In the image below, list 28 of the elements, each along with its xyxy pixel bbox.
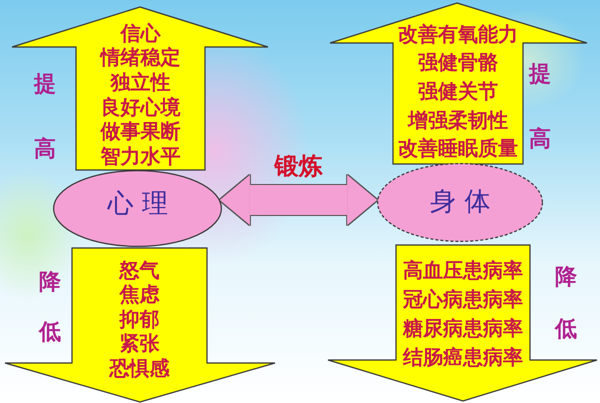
list-text: 良好心境 (100, 94, 180, 120)
list-text: 改善有氧能力 (398, 20, 518, 48)
node-label: 心 理 (108, 190, 168, 220)
list-text: 智力水平 (100, 144, 180, 169)
list-text: 糖尿病患病率 (403, 314, 523, 342)
list-text: 信心 (120, 20, 160, 46)
list-text: 结肠癌患病率 (403, 344, 523, 370)
list-text: 恐惧感 (110, 356, 170, 380)
side-label: 降低 (39, 270, 61, 346)
list-text: 怒气 (120, 258, 160, 282)
node-label: 身 体 (430, 188, 490, 218)
side-label: 提高 (34, 72, 56, 162)
list-text: 抑郁 (120, 306, 160, 332)
list-text: 强健骨骼 (418, 49, 498, 76)
list-text: 焦虑 (120, 282, 160, 307)
list-text: 增强柔韧性 (408, 106, 508, 134)
side-label: 提高 (529, 62, 551, 152)
edge-label: 锻炼 (274, 153, 323, 180)
side-label: 降低 (555, 266, 577, 342)
list-text: 高血压患病率 (403, 256, 523, 284)
list-text: 做事果断 (100, 119, 180, 144)
list-text: 独立性 (110, 70, 170, 95)
list-text: 紧张 (120, 331, 160, 356)
list-text: 冠心病患病率 (403, 286, 523, 312)
list-text: 强健关节 (418, 78, 498, 106)
double-headed-arrow (220, 175, 378, 225)
list-text: 情绪稳定 (100, 45, 180, 70)
list-text: 改善睡眠质量 (398, 135, 518, 162)
